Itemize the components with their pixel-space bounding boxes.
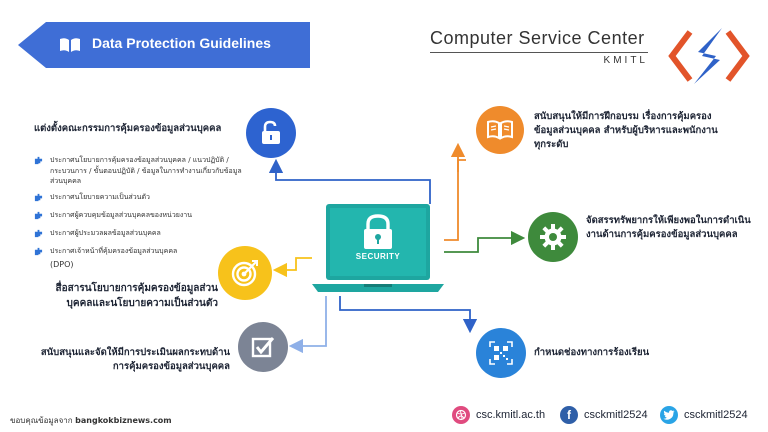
brand-sub: KMITL: [603, 55, 648, 66]
lock-circle: [246, 108, 296, 158]
dpo-label: (DPO): [50, 260, 74, 269]
facebook-link[interactable]: f csckmitl2524: [560, 406, 648, 424]
footer-credit: ขอบคุณข้อมูลจาก bangkokbiznews.com: [10, 414, 172, 427]
open-book-icon: [487, 120, 513, 140]
communicate-text: สื่อสารนโยบายการคุ้มครองข้อมูลส่วนบุคคลแ…: [55, 283, 218, 309]
sub-point: ประกาศนโยบายความเป็นส่วนตัว: [50, 193, 150, 201]
security-laptop: [312, 204, 444, 292]
checkbox-icon: [251, 337, 275, 358]
security-label: SECURITY: [355, 252, 401, 261]
qr-code-icon: [489, 341, 513, 365]
twitter-label: csckmitl2524: [684, 409, 748, 421]
sub-point: ประกาศผู้ประมวลผลข้อมูลส่วนบุคคล: [50, 229, 161, 237]
puzzle-bullet-icon: [34, 229, 43, 238]
website-label: csc.kmitl.ac.th: [476, 409, 546, 421]
credit-prefix: ขอบคุณข้อมูลจาก: [10, 416, 73, 425]
lock-open-icon: [262, 120, 280, 144]
banner-shape: [18, 22, 310, 68]
sub-point: ประกาศเจ้าหน้าที่คุ้มครองข้อมูลส่วนบุคคล: [50, 247, 178, 255]
target-circle: [218, 246, 272, 300]
twitter-icon: [660, 406, 678, 424]
brand-name: Computer Service Center: [430, 28, 645, 48]
complaint-text: กำหนดช่องทางการร้องเรียน: [534, 347, 650, 358]
gear-circle: [528, 212, 578, 262]
csc-logo: [668, 28, 750, 84]
target-icon: [231, 260, 258, 287]
sub-point: ประกาศนโยบายการคุ้มครองข้อมูลส่วนบุคคล /…: [50, 156, 242, 185]
credit-source: bangkokbiznews.com: [75, 416, 172, 425]
gear-icon: [540, 224, 566, 250]
puzzle-bullet-icon: [34, 156, 43, 165]
facebook-icon: f: [560, 406, 578, 424]
facebook-label: csckmitl2524: [584, 409, 648, 421]
dribbble-icon: [452, 406, 470, 424]
page-title: Data Protection Guidelines: [92, 35, 271, 51]
resources-text: จัดสรรทรัพยากรให้เพียงพอในการดำเนินงานด้…: [586, 215, 751, 240]
puzzle-bullet-icon: [34, 211, 43, 220]
website-link[interactable]: csc.kmitl.ac.th: [452, 406, 545, 424]
brand-block: Computer Service Center KMITL: [430, 28, 654, 66]
committee-text: แต่งตั้งคณะกรรมการคุ้มครองข้อมูลส่วนบุคค…: [34, 123, 222, 134]
brand-divider: [430, 52, 648, 53]
puzzle-bullet-icon: [34, 193, 43, 202]
twitter-link[interactable]: csckmitl2524: [660, 406, 748, 424]
assessment-text: สนับสนุนและจัดให้มีการประเมินผลกระทบด้าน…: [40, 347, 230, 372]
puzzle-bullet-icon: [34, 247, 43, 256]
qr-circle: [476, 328, 526, 378]
sub-point: ประกาศผู้ควบคุมข้อมูลส่วนบุคคลของหน่วยงา…: [50, 211, 192, 219]
training-text: สนับสนุนให้มีการฝึกอบรม เรื่องการคุ้มครอ…: [534, 111, 718, 150]
book-icon: [60, 38, 80, 52]
open-book-circle: [476, 106, 524, 154]
header-banner: Data Protection Guidelines: [18, 22, 310, 68]
checkbox-circle: [238, 322, 288, 372]
